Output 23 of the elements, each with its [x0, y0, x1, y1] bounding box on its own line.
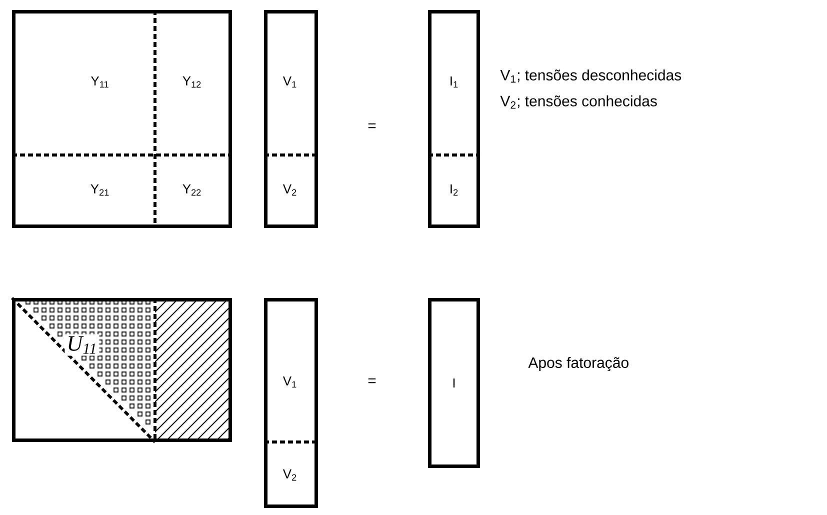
- matrix-entry: Y$_{11}$: [90, 76, 108, 88]
- matrix-entry: Y$_{21}$: [90, 184, 109, 196]
- equals-sign: =: [368, 378, 376, 384]
- node-label: U$_{11}$: [68, 336, 96, 354]
- matrix-entry: U$_{11}$: [64, 334, 100, 356]
- note-text: V$_{1}$; tensões desconhecidas: [500, 69, 682, 83]
- note-text: V$_{2}$; tensões conhecidas: [500, 95, 657, 109]
- matrix-box: [12, 10, 232, 228]
- matrix-entry: V$_{2}$: [282, 184, 296, 196]
- matrix-entry: V$_{1}$: [282, 76, 296, 88]
- matrix-entry: I$_{2}$: [450, 184, 458, 196]
- matrix-entry: Y$_{12}$: [182, 76, 201, 88]
- matrix-entry: Y$_{22}$: [182, 184, 201, 196]
- matrix-entry: V$_{2}$: [282, 469, 296, 481]
- matrix-box: [264, 10, 318, 228]
- matrix-box: [428, 10, 480, 228]
- matrix-entry: V$_{1}$: [282, 376, 296, 388]
- matrix-entry: I$_{1}$: [450, 76, 458, 88]
- matrix-box: [264, 298, 318, 508]
- vector-box: I: [428, 298, 480, 468]
- note-text: Apos fatoração: [528, 357, 628, 372]
- matrix-box: [12, 298, 232, 442]
- equals-sign: =: [368, 123, 376, 128]
